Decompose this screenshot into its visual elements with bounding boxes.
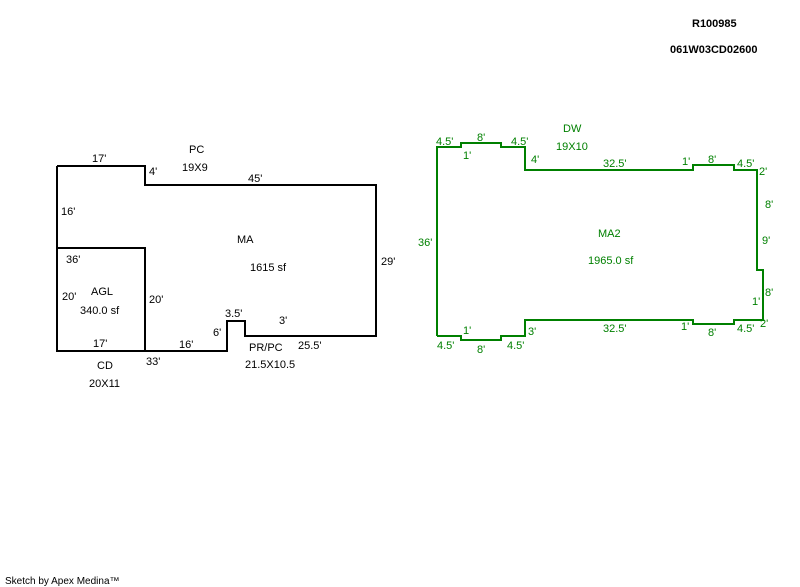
pc-dimensions: 19X9: [182, 162, 208, 174]
dw-label: DW: [563, 123, 582, 135]
ma2-outline: [436, 142, 764, 341]
ma-label: MA: [237, 234, 254, 246]
dim-bottom-8: 8': [708, 327, 716, 339]
agl-label: AGL: [91, 286, 113, 298]
dim-bottom-1: 4.5': [437, 340, 454, 352]
dim-bottom-2: 1': [463, 325, 471, 337]
dim-top-2: 1': [463, 150, 471, 162]
dim-top-1: 4.5': [436, 136, 453, 148]
dim-agl-left: 20': [62, 291, 76, 303]
dim-bottom-cd: 33': [146, 356, 160, 368]
dim-right-2: 8': [765, 199, 773, 211]
dim-top-4: 4.5': [511, 136, 528, 148]
dim-top-7: 1': [682, 156, 690, 168]
agl-area: 340.0 sf: [80, 305, 120, 317]
dim-top-6: 32.5': [603, 158, 627, 170]
dim-right-1: 2': [759, 166, 767, 178]
cd-label: CD: [97, 360, 113, 372]
dim-bottom-agl: 17': [93, 338, 107, 350]
account-number: 061W03CD02600: [670, 44, 757, 56]
dim-top-5: 4': [531, 154, 539, 166]
pc-label: PC: [189, 144, 204, 156]
agl-outline: [57, 247, 146, 351]
sketch-credit: Sketch by Apex Medina™: [5, 576, 120, 587]
dim-top-right: 45': [248, 173, 262, 185]
dim-notch-height: 6': [213, 327, 221, 339]
dim-left: 36': [418, 237, 432, 249]
dim-bottom-mid: 16': [179, 339, 193, 351]
dim-top-3: 8': [477, 132, 485, 144]
dim-agl-right: 20': [149, 294, 163, 306]
dim-bottom-3: 8': [477, 344, 485, 356]
dim-top-left: 17': [92, 153, 106, 165]
parcel-id: R100985: [692, 18, 737, 30]
dim-right-4: 8': [765, 287, 773, 299]
dim-bottom-4: 4.5': [507, 340, 524, 352]
dim-right: 29': [381, 256, 395, 268]
dim-bottom-5: 3': [528, 326, 536, 338]
dim-right-3: 9': [762, 235, 770, 247]
ma2-area: 1965.0 sf: [588, 255, 634, 267]
dim-notch-width: 3.5': [225, 308, 242, 320]
dim-bottom-6: 32.5': [603, 323, 627, 335]
dw-dimensions: 19X10: [556, 141, 588, 153]
prpc-label: PR/PC: [249, 342, 283, 354]
dim-left: 16': [61, 206, 75, 218]
prpc-dimensions: 21.5X10.5: [245, 359, 295, 371]
dim-top-8: 8': [708, 154, 716, 166]
dim-agl-top: 36': [66, 254, 80, 266]
dim-right-5: 1': [752, 296, 760, 308]
dim-bottom-right: 25.5': [298, 340, 322, 352]
dim-bottom-7: 1': [681, 321, 689, 333]
dim-right-6: 2': [760, 318, 768, 330]
main-area-outline: [56, 165, 377, 352]
ma2-label: MA2: [598, 228, 621, 240]
cd-dimensions: 20X11: [89, 378, 120, 390]
dim-step: 4': [149, 166, 157, 178]
dim-notch-step: 3': [279, 315, 287, 327]
dim-top-9: 4.5': [737, 158, 754, 170]
dim-bottom-9: 4.5': [737, 323, 754, 335]
ma-area: 1615 sf: [250, 262, 287, 274]
